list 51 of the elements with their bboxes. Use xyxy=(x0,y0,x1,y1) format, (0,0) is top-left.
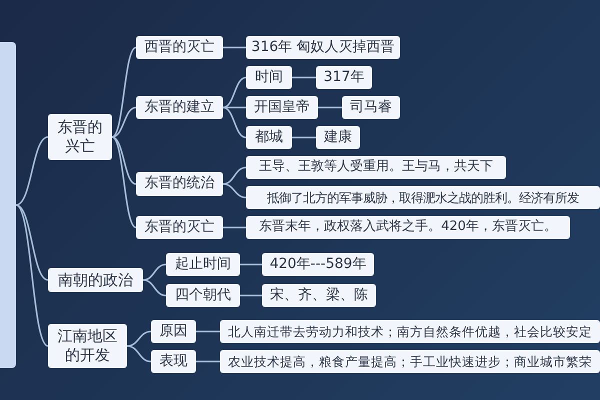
topic-box: 北人南迁带去劳动力和技术；南方自然条件优越，社会比较安定 xyxy=(220,320,600,343)
connector-line xyxy=(240,294,262,296)
connector-line xyxy=(223,46,246,48)
connector-line xyxy=(112,136,136,185)
connector-line xyxy=(196,360,220,362)
topic-box: 西晋的灭亡 xyxy=(136,36,223,59)
topic-box: 南朝的政治 xyxy=(48,268,143,292)
topic-box: 原因 xyxy=(151,320,196,343)
connector-line xyxy=(223,226,246,228)
topic-box: 东晋的建立 xyxy=(136,96,223,119)
connector-line xyxy=(142,279,166,296)
topic-box: 宋、齐、梁、陈 xyxy=(262,284,376,307)
connector-line xyxy=(318,106,342,108)
connector-line xyxy=(292,76,316,78)
connector-line xyxy=(16,204,48,281)
connector-line xyxy=(16,204,48,347)
connector-line xyxy=(292,136,316,138)
topic-box: 王导、王敦等人受重用。王与马，共天下 xyxy=(246,156,506,179)
topic-box: 抵御了北方的军事威胁，取得淝水之战的胜利。经济有所发 xyxy=(246,186,600,209)
topic-box: 317年 xyxy=(316,66,372,89)
topic-box: 东晋的灭亡 xyxy=(136,216,223,239)
connector-line xyxy=(126,345,152,362)
topic-box: 东晋的兴亡 xyxy=(48,114,112,160)
topic-box: 建康 xyxy=(316,126,360,149)
topic-box: 表现 xyxy=(151,350,196,373)
topic-box: 420年---589年 xyxy=(262,253,374,276)
connector-line xyxy=(112,136,136,228)
topic-box: 316年 匈奴人灭掉西晋 xyxy=(246,36,400,59)
connector-line xyxy=(223,106,246,108)
connector-line xyxy=(222,76,246,108)
topic-box: 司马睿 xyxy=(342,96,400,119)
connector-line xyxy=(240,264,262,266)
topic-box: 都城 xyxy=(246,126,292,149)
connector-line xyxy=(142,264,166,281)
connector-line xyxy=(16,136,48,206)
topic-box: 东晋末年，政权落入武将之手。420年，东晋灭亡。 xyxy=(246,216,570,239)
connector-line xyxy=(112,106,136,138)
connector-line xyxy=(222,183,246,198)
side-panel xyxy=(0,42,16,368)
topic-box: 农业技术提高，粮食产量提高；手工业快速进步；商业城市繁荣 xyxy=(220,350,600,373)
topic-box: 时间 xyxy=(246,66,292,89)
topic-box: 江南地区的开发 xyxy=(48,324,127,368)
connector-line xyxy=(222,166,246,185)
connector-line xyxy=(126,330,152,347)
topic-box: 起止时间 xyxy=(166,253,240,276)
connector-line xyxy=(196,330,220,332)
topic-box: 四个朝代 xyxy=(166,284,240,307)
topic-box: 东晋的统治 xyxy=(136,172,223,196)
topic-box: 开国皇帝 xyxy=(246,96,318,119)
connector-line xyxy=(222,106,246,138)
connector-line xyxy=(112,46,136,138)
